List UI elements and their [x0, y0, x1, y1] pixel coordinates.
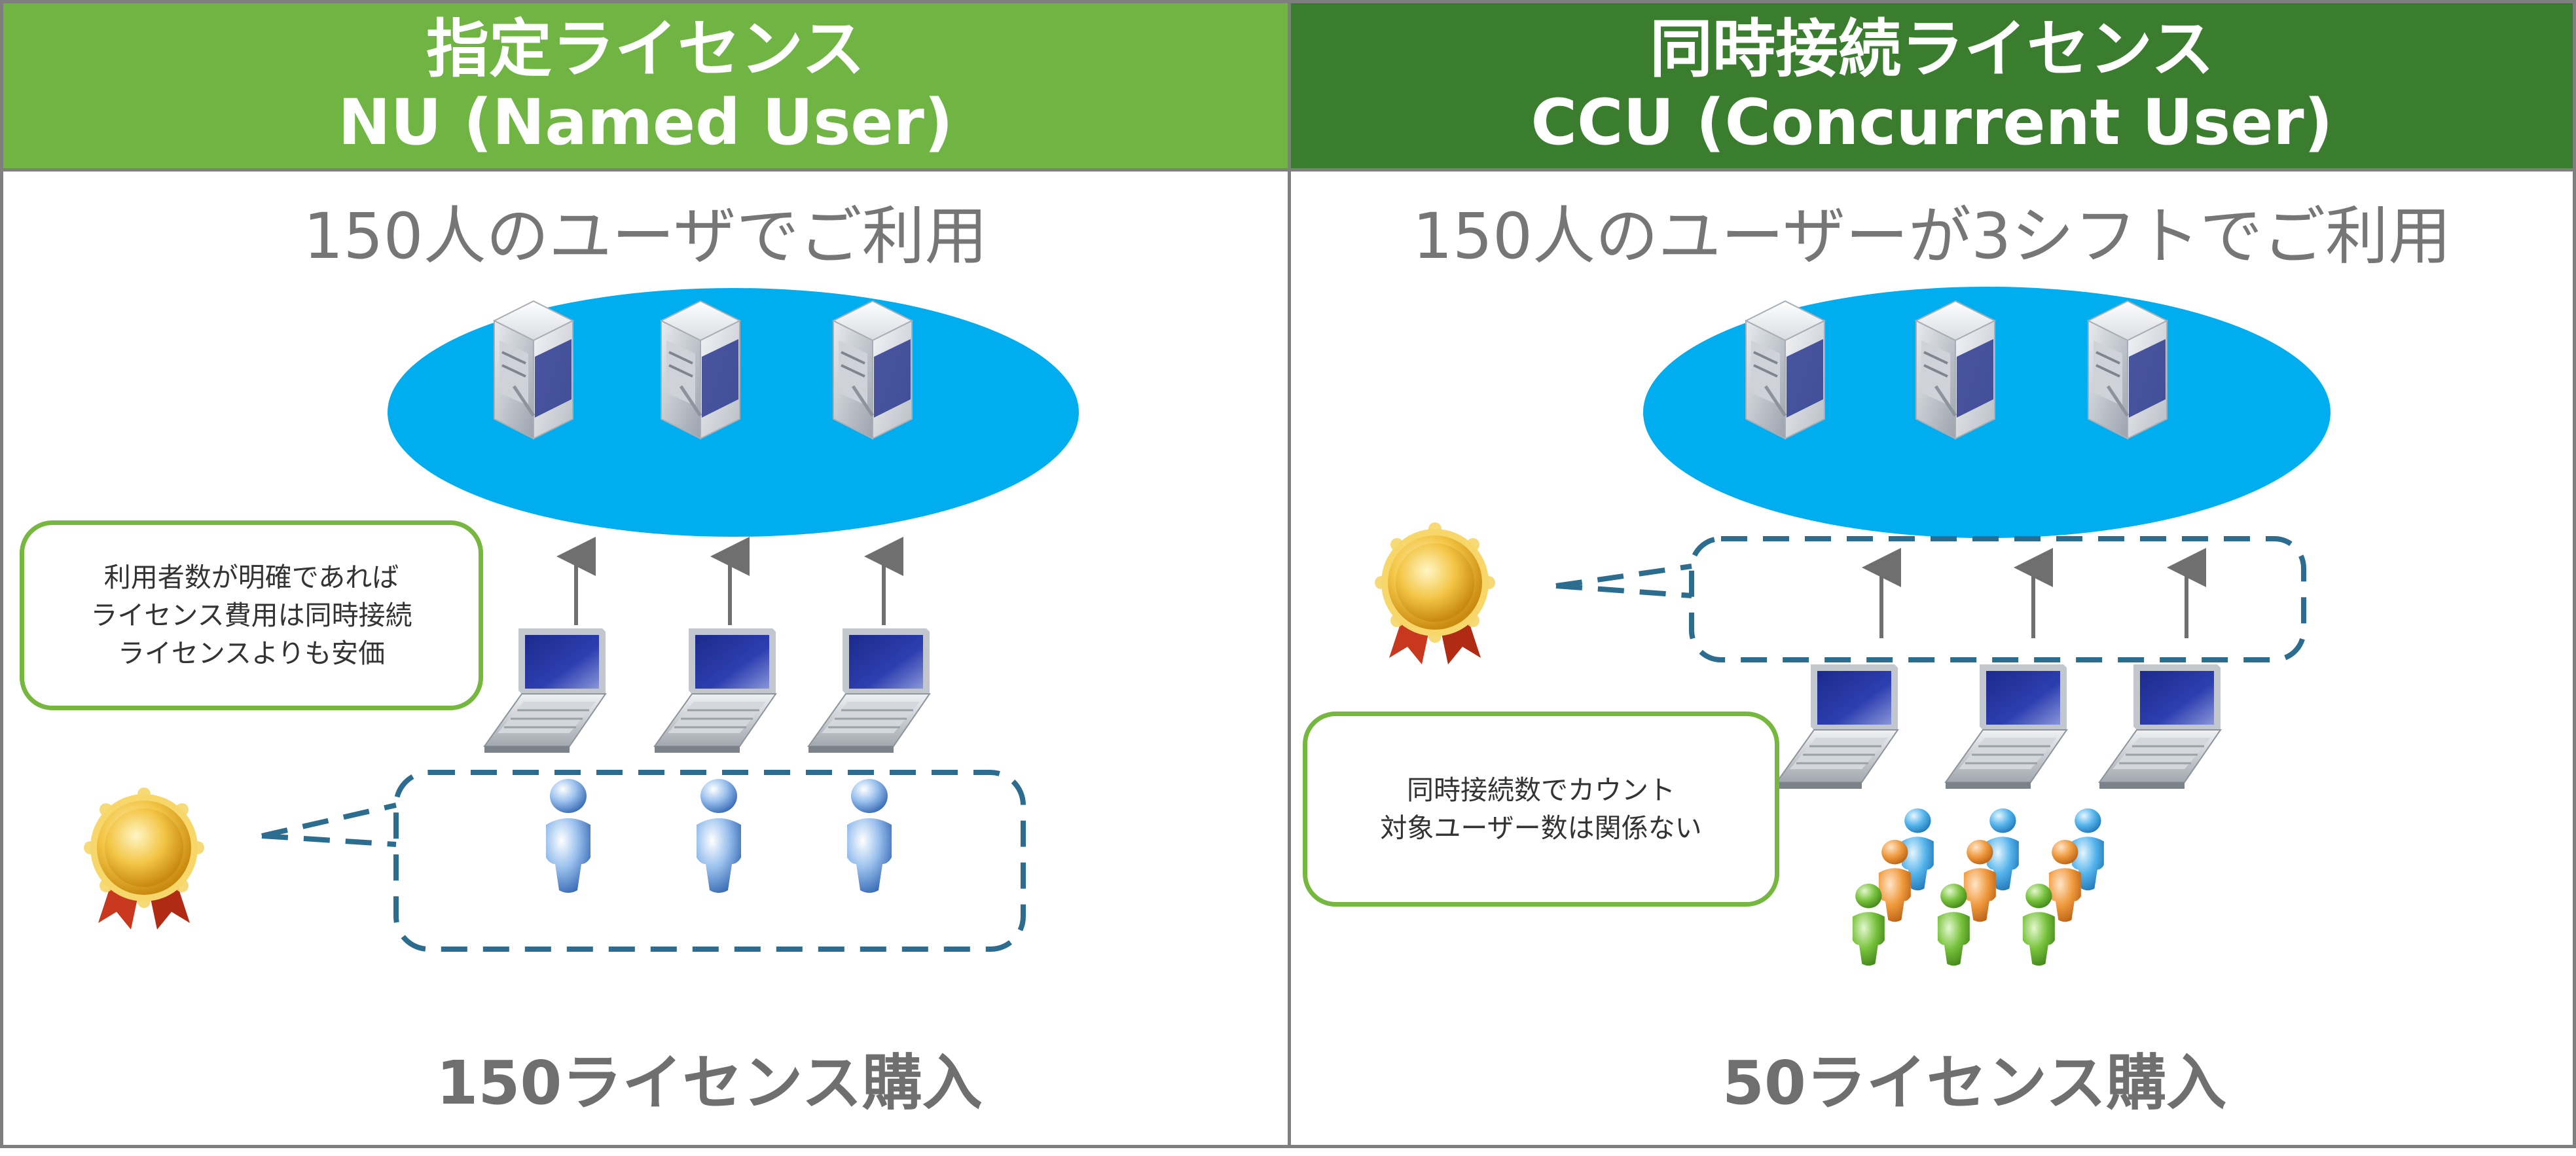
server-icon: [1916, 301, 1995, 439]
nu-subtitle: 150人のユーザでご利用: [303, 200, 988, 273]
award-badge-icon: [84, 787, 204, 930]
connector-line: [1555, 564, 1692, 588]
nu-result: 150ライセンス購入: [436, 1048, 983, 1118]
named-user-panel: 指定ライセンス NU (Named User) 150人のユーザでご利用 利用者…: [0, 0, 1291, 1148]
user-icon: [1963, 840, 1996, 922]
user-icon: [546, 779, 590, 893]
concurrent-user-panel: 同時接続ライセンス CCU (Concurrent User) 150人のユーザ…: [1288, 0, 2576, 1148]
callout-line: 利用者数が明確であれば: [103, 562, 399, 593]
user-icon: [2048, 840, 2081, 922]
connector-line: [261, 803, 397, 839]
laptop-icon: [2098, 663, 2222, 790]
ccu-header: 同時接続ライセンス CCU (Concurrent User): [1291, 3, 2573, 172]
nu-title-en: NU (Named User): [338, 86, 953, 159]
user-icon: [1852, 884, 1885, 966]
laptop-icon: [1775, 663, 1899, 790]
ccu-subtitle: 150人のユーザーが3シフトでご利用: [1412, 200, 2452, 273]
server-icon: [1746, 301, 1824, 439]
laptop-icon: [1944, 663, 2068, 790]
ccu-title-en: CCU (Concurrent User): [1531, 86, 2333, 159]
laptop-icon: [807, 627, 931, 754]
ccu-illustration: [1375, 287, 2331, 966]
nu-illustration: [84, 288, 1079, 952]
user-icon: [1937, 884, 1970, 966]
laptop-icon: [483, 627, 607, 754]
nu-title-jp: 指定ライセンス: [426, 12, 865, 86]
callout-line: 対象ユーザー数は関係ない: [1380, 812, 1702, 844]
ccu-title-jp: 同時接続ライセンス: [1649, 12, 2215, 86]
user-icon: [697, 779, 741, 893]
server-icon: [2088, 301, 2167, 439]
user-icon: [2022, 884, 2055, 966]
user-icon: [1878, 840, 1911, 922]
user-icon: [847, 779, 892, 893]
laptop-icon: [653, 627, 777, 754]
award-badge-icon: [1375, 522, 1495, 664]
server-icon: [661, 301, 740, 439]
callout-line: ライセンスよりも安価: [117, 638, 386, 669]
callout-line: ライセンス費用は同時接続: [90, 600, 412, 631]
ccu-result: 50ライセンス購入: [1722, 1048, 2227, 1118]
server-icon: [833, 301, 912, 439]
connector-line: [261, 833, 397, 847]
nu-header: 指定ライセンス NU (Named User): [3, 3, 1288, 172]
ccu-callout: 同時接続数でカウント 対象ユーザー数は関係ない: [1303, 712, 1779, 907]
ccu-sessions-dashed-box: [1689, 536, 2306, 662]
user-crowd: [1852, 808, 2104, 966]
connector-line: [1555, 583, 1692, 598]
nu-callout: 利用者数が明確であれば ライセンス費用は同時接続 ライセンスよりも安価: [20, 520, 483, 710]
callout-line: 同時接続数でカウント: [1407, 774, 1675, 806]
nu-users-dashed-box: [393, 770, 1026, 952]
server-icon: [494, 301, 573, 439]
